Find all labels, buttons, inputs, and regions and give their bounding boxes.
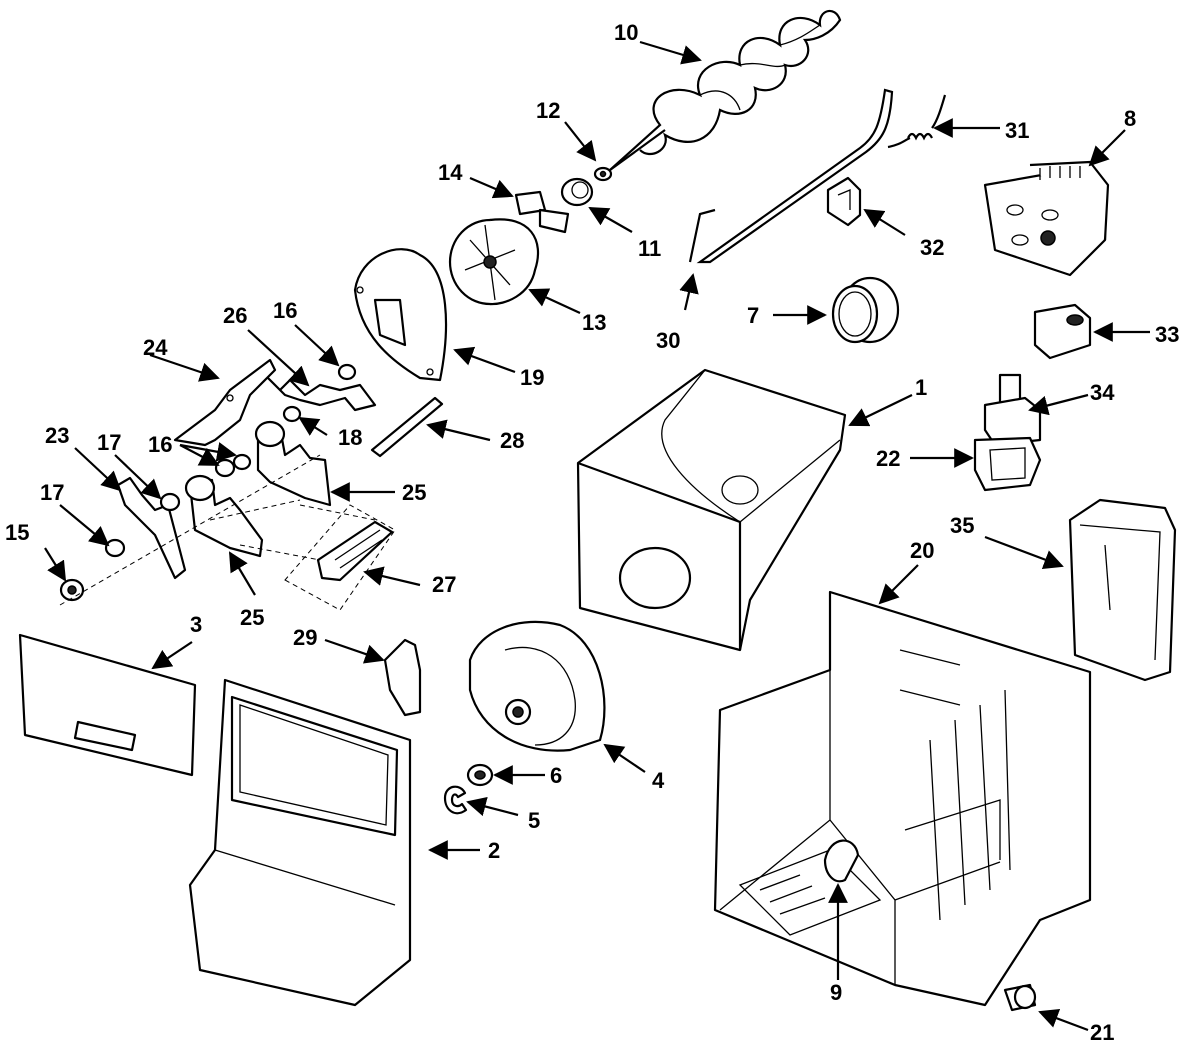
clip-9-part	[823, 839, 860, 883]
callout-18: 18	[338, 425, 362, 450]
motor-part	[983, 160, 1110, 277]
callout-21: 21	[1090, 1020, 1114, 1045]
bearing-ring-part	[831, 276, 900, 344]
callout-20: 20	[910, 538, 934, 563]
callout-12: 12	[536, 98, 560, 123]
callout-24: 24	[143, 335, 168, 360]
nut-15-part	[59, 578, 85, 602]
bushing-16-lower-part	[214, 453, 252, 478]
callout-34: 34	[1090, 380, 1115, 405]
washer-17-lower-part	[104, 538, 126, 558]
end-cover-part	[1068, 498, 1177, 682]
dashed-assembly-lines	[59, 454, 376, 606]
callout-27: 27	[432, 572, 456, 597]
callout-5: 5	[528, 808, 540, 833]
small-spring-part	[887, 94, 947, 149]
washer-17-upper-part	[159, 492, 181, 512]
cabinet-liner-part	[713, 590, 1092, 1007]
clip-part	[826, 176, 862, 227]
callout-13: 13	[582, 310, 606, 335]
callout-labels: 10 12 14 11 13 19 30 31 8 32 7 33 1 34 2…	[5, 20, 1179, 1045]
callout-25-lower: 25	[240, 605, 264, 630]
slider-27-part	[284, 504, 396, 611]
front-panel-part	[18, 633, 197, 777]
callout-35: 35	[950, 513, 974, 538]
solenoid-part	[1033, 303, 1092, 360]
link-23-part	[116, 476, 187, 580]
auger-housing-part	[468, 620, 606, 752]
washer-18-part	[282, 405, 302, 423]
callout-28: 28	[500, 428, 524, 453]
callout-2: 2	[488, 838, 500, 863]
callout-17-lower: 17	[40, 480, 64, 505]
callout-11: 11	[638, 236, 661, 261]
shaft-28-part	[370, 396, 444, 458]
leader-lines	[44, 40, 1150, 1032]
callout-14: 14	[438, 160, 463, 185]
callout-32: 32	[920, 235, 944, 260]
callout-30: 30	[656, 328, 680, 353]
blade-part	[514, 190, 570, 234]
callout-9: 9	[830, 980, 842, 1005]
actuator-25-lower-part	[184, 474, 264, 558]
auger-bearing-part	[560, 177, 594, 207]
callout-1: 1	[915, 375, 927, 400]
callout-31: 31	[1005, 118, 1029, 143]
washer-6-part	[466, 763, 494, 787]
callout-17-upper: 17	[97, 430, 121, 455]
callout-23: 23	[45, 423, 69, 448]
retainer-5-part	[443, 785, 468, 815]
bracket-29-part	[383, 638, 422, 717]
callout-33: 33	[1155, 322, 1179, 347]
callout-26: 26	[223, 303, 247, 328]
callout-7: 7	[747, 303, 759, 328]
auger-washer-part	[593, 166, 613, 182]
callout-16-upper: 16	[273, 298, 297, 323]
actuator-25-upper-part	[254, 420, 332, 507]
lever-24-part	[173, 358, 277, 447]
switch-bracket-part	[973, 436, 1042, 492]
front-housing-part	[353, 248, 448, 382]
callout-16-lower: 16	[148, 432, 172, 457]
callout-4: 4	[652, 768, 665, 793]
callout-10: 10	[614, 20, 638, 45]
screw-part	[1003, 983, 1037, 1012]
callout-22: 22	[876, 446, 900, 471]
callout-19: 19	[520, 365, 544, 390]
switch-part	[983, 373, 1042, 447]
blade-assembly-part	[448, 218, 540, 306]
wire-rod-part	[688, 88, 894, 264]
bushing-16-upper-part	[337, 363, 357, 381]
lever-26-part	[266, 376, 377, 412]
callout-29: 29	[293, 625, 317, 650]
callout-15: 15	[5, 520, 29, 545]
auger-spring-part	[609, 9, 842, 171]
callout-6: 6	[550, 763, 562, 788]
callout-25-upper: 25	[402, 480, 426, 505]
callout-8: 8	[1124, 106, 1136, 131]
bucket-housing-part	[576, 368, 847, 652]
callout-3: 3	[190, 612, 202, 637]
chute-housing-part	[188, 678, 412, 1007]
